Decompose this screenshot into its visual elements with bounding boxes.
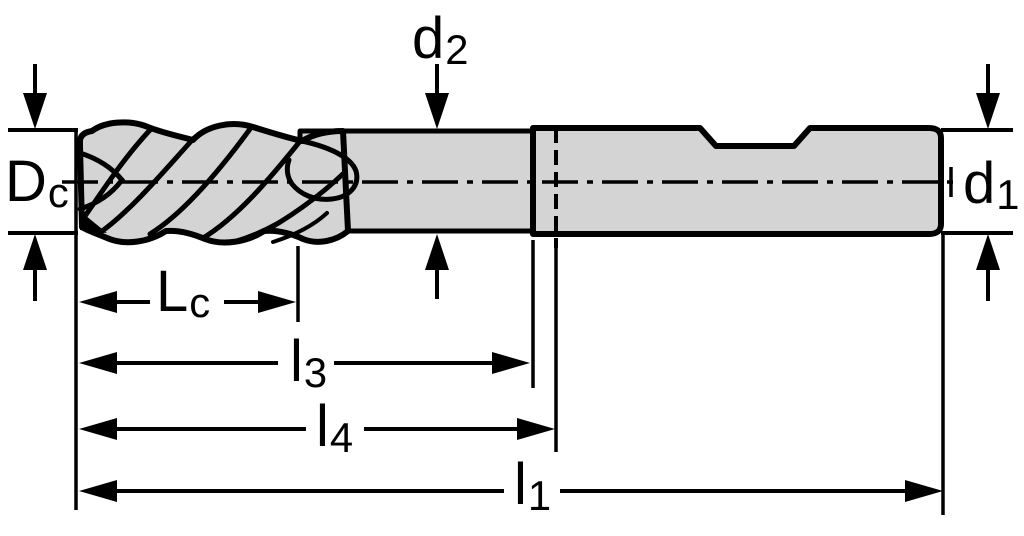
- label-cutting-length-lc: Lc: [156, 259, 211, 327]
- label-cutting-diameter-dc: Dc: [5, 149, 69, 217]
- label-length-l4: l4: [316, 394, 354, 462]
- label-overall-length-l1: l1: [514, 452, 552, 520]
- end-face-detail: [77, 150, 126, 233]
- dc-diameter-arrows: [23, 64, 47, 301]
- dimension-l4: [79, 418, 555, 440]
- extension-lines: [8, 128, 1013, 515]
- dimension-lc: [79, 291, 296, 313]
- label-shank-diameter-d1: d1: [963, 151, 1020, 219]
- label-length-l3: l3: [290, 329, 328, 397]
- dimension-l3: [79, 352, 530, 374]
- d1-diameter-arrows: [976, 64, 1000, 301]
- d2-diameter-arrows: [425, 64, 449, 299]
- dimension-l1: [79, 480, 943, 502]
- tool-body: [62, 119, 958, 248]
- flute-runout-detail: [233, 138, 360, 244]
- label-neck-diameter-d2: d2: [412, 6, 469, 74]
